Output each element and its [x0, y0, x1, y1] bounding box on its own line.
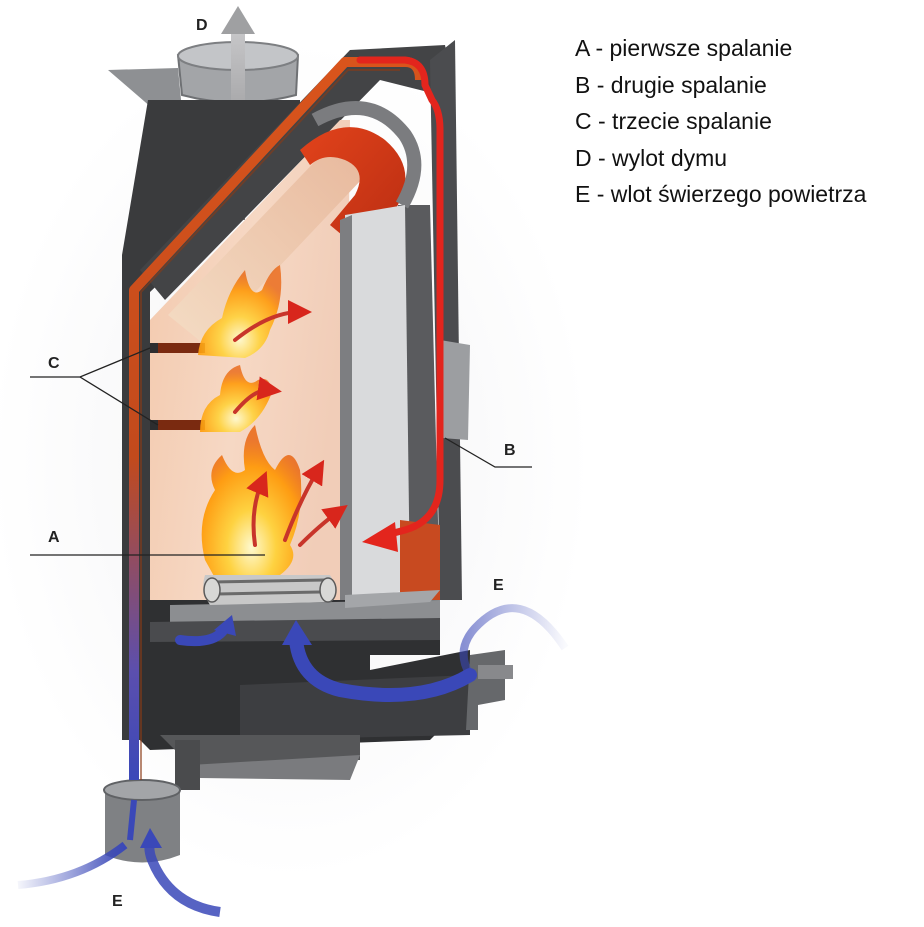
legend-item-c: C - trzecie spalanie [575, 103, 866, 140]
callout-label-c: C [48, 355, 60, 372]
callout-label-e-bottom: E [112, 893, 123, 910]
legend-item-e: E - wlot świerzego powietrza [575, 176, 866, 213]
callout-label-d: D [196, 17, 208, 34]
callout-label-e-right: E [493, 577, 504, 594]
legend: A - pierwsze spalanie B - drugie spalani… [575, 30, 866, 213]
log-pile-icon [203, 575, 336, 605]
callout-label-a: A [48, 529, 60, 546]
legend-item-d: D - wylot dymu [575, 140, 866, 177]
legend-item-a: A - pierwsze spalanie [575, 30, 866, 67]
legend-item-b: B - drugie spalanie [575, 67, 866, 104]
callout-label-b: B [504, 442, 516, 459]
